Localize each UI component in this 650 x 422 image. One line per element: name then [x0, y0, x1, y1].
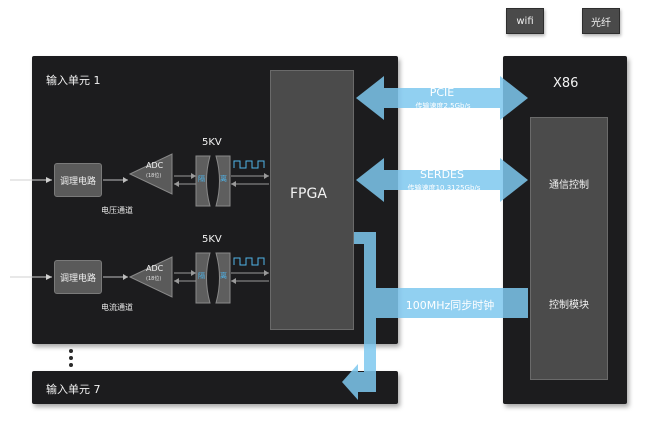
voltage-cond-circuit-box: 调理电路 [54, 163, 102, 197]
voltage-iso-left: 隔 [198, 175, 205, 183]
fpga-label: FPGA [290, 186, 327, 202]
x86-title: X86 [553, 76, 579, 91]
current-channel-label: 电流通道 [101, 303, 133, 312]
current-isolator-icon [195, 252, 231, 304]
voltage-channel-label: 电压通道 [101, 206, 133, 215]
input-unit-1-title: 输入单元 1 [46, 74, 101, 87]
wifi-button[interactable]: wifi [506, 8, 544, 34]
serdes-rate: 传输速度10.3125Gb/s [407, 184, 481, 192]
x86-inner-block [530, 117, 608, 380]
current-adc-bits: (18位) [146, 276, 162, 282]
voltage-iso-right: 离 [220, 175, 227, 183]
pcie-rate: 传输速度2.5Gb/s [415, 102, 471, 110]
current-cond-circuit-box: 调理电路 [54, 260, 102, 294]
fiber-button[interactable]: 光纤 [582, 8, 620, 34]
current-iso-left: 隔 [198, 272, 205, 280]
input-unit-7-panel [32, 371, 398, 404]
ellipsis-dots-icon [69, 349, 73, 367]
voltage-adc-label: ADC [146, 161, 164, 170]
serdes-label: SERDES [420, 168, 464, 181]
input-unit-7-title: 输入单元 7 [46, 383, 101, 396]
comm-control-label: 通信控制 [549, 180, 589, 191]
current-adc-label: ADC [146, 264, 164, 273]
current-adc-triangle [128, 256, 173, 298]
sync-clock-label: 100MHz同步时钟 [405, 299, 495, 312]
control-module-label: 控制模块 [549, 300, 589, 311]
voltage-adc-triangle [128, 153, 173, 195]
voltage-iso-voltage: 5KV [202, 137, 222, 148]
current-iso-voltage: 5KV [202, 234, 222, 245]
pcie-label: PCIE [429, 86, 455, 99]
current-iso-right: 离 [220, 272, 227, 280]
fpga-block [270, 70, 354, 330]
voltage-isolator-icon [195, 155, 231, 207]
voltage-adc-bits: (18位) [146, 173, 162, 179]
